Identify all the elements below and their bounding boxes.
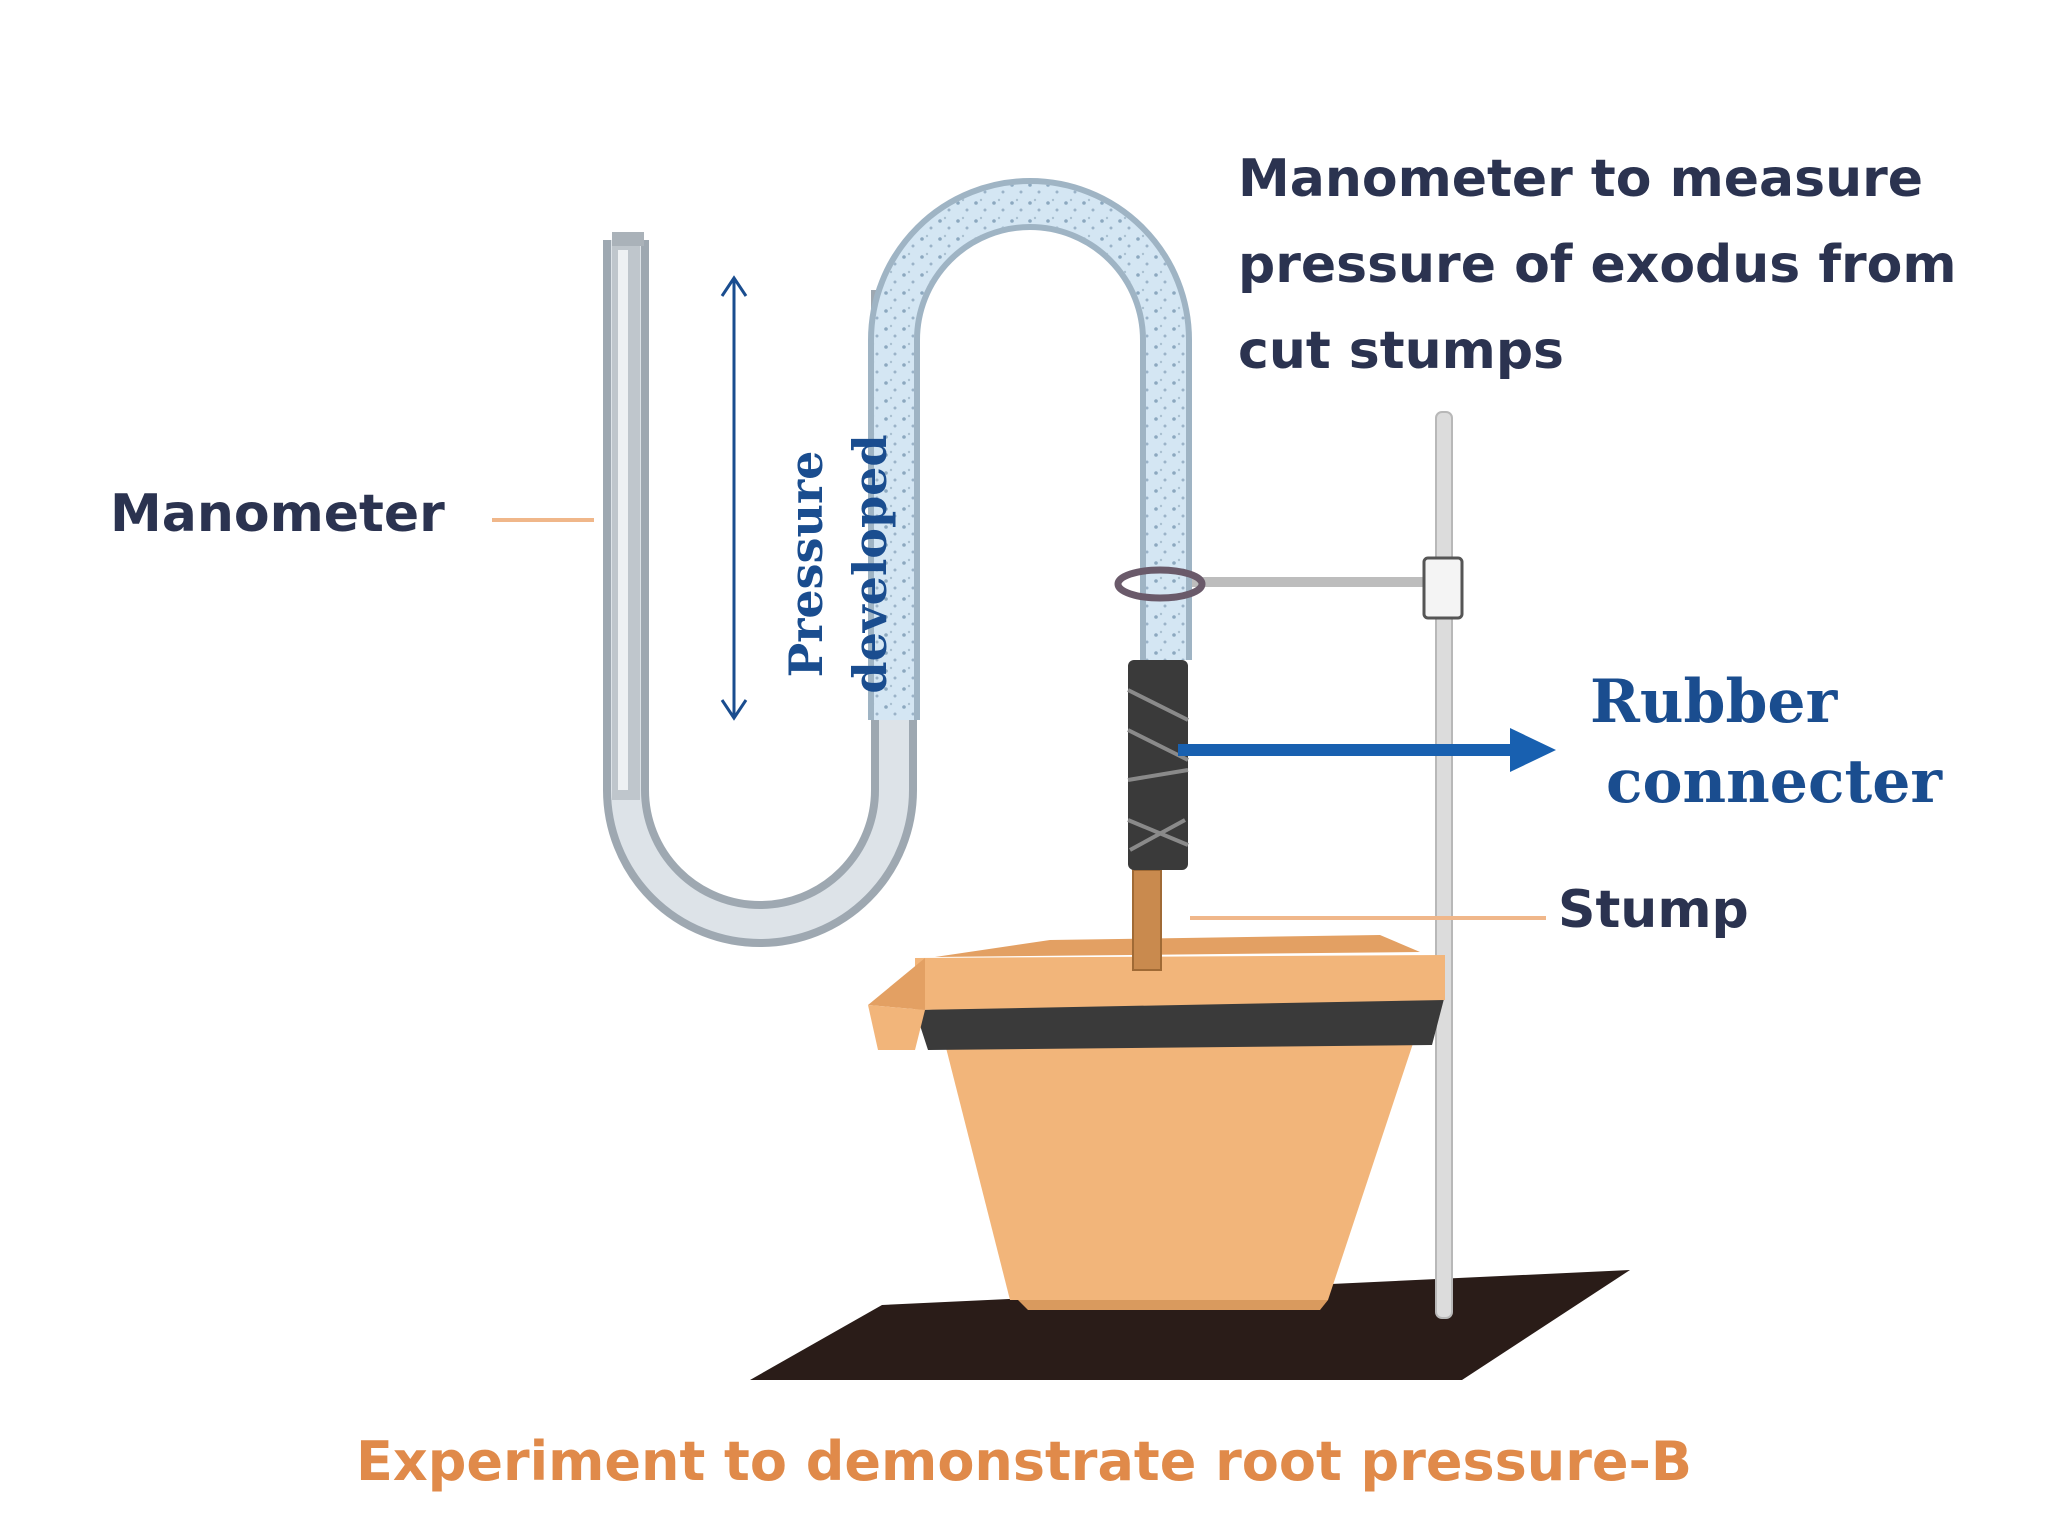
clamp-arm bbox=[1188, 577, 1438, 587]
flower-pot bbox=[868, 935, 1445, 1310]
caption: Experiment to demonstrate root pressure-… bbox=[355, 1430, 1693, 1493]
manometer-label: Manometer bbox=[110, 484, 445, 544]
base-board bbox=[750, 1270, 1630, 1380]
clamp-ring bbox=[1114, 566, 1206, 602]
rubber-line-1: Rubber bbox=[1590, 667, 1838, 737]
pressure-line-1: Pressure bbox=[779, 450, 833, 678]
right-arrow-icon bbox=[1178, 728, 1556, 772]
stump-label: Stump bbox=[1558, 880, 1749, 940]
title-line-3: cut stumps bbox=[1238, 321, 1564, 381]
pressure-line-2: developed bbox=[843, 434, 897, 694]
rubber-line-2: connecter bbox=[1606, 747, 1943, 817]
clamp-block bbox=[1422, 556, 1464, 620]
title-line-1: Manometer to measure bbox=[1238, 149, 1924, 209]
title-line-2: pressure of exodus from bbox=[1238, 235, 1957, 295]
pressure-developed-label: Pressure developed bbox=[774, 394, 902, 734]
title-block: Manometer to measure pressure of exodus … bbox=[1238, 136, 1957, 394]
stump bbox=[1132, 869, 1162, 971]
water-tube bbox=[868, 178, 1192, 720]
stand-rod bbox=[1435, 411, 1453, 1319]
rubber-connector bbox=[1127, 660, 1189, 870]
double-headed-arrow-icon bbox=[720, 275, 748, 721]
rubber-connecter-label: Rubber connecter bbox=[1590, 662, 1942, 822]
